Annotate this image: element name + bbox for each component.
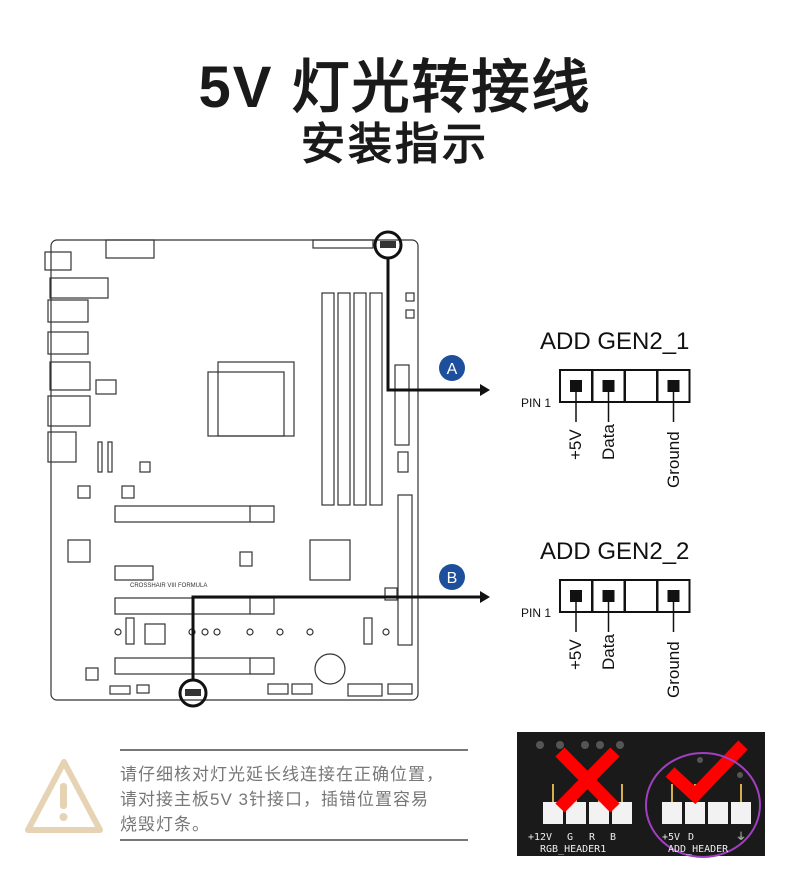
warning-line: 请对接主板5V 3针接口，插错位置容易: [120, 790, 429, 809]
badge-a-label: A: [447, 361, 458, 378]
badge-b-icon: [439, 564, 465, 590]
header-pin: [667, 380, 680, 392]
page-title: 5V 灯光转接线: [198, 55, 592, 120]
pin-label: Ground: [663, 641, 683, 698]
header-pin: [570, 590, 582, 602]
warning-icon: [25, 759, 103, 833]
svg-text:G: G: [567, 832, 573, 843]
header-pin: [602, 590, 615, 602]
badge-a-icon: [439, 355, 465, 381]
pin-label: Data: [598, 424, 618, 460]
badge-b-label: B: [447, 570, 458, 587]
pointer-line-b: [191, 595, 484, 680]
warning-line: 请仔细核对灯光延长线连接在正确位置，: [120, 765, 444, 784]
header-pin: [570, 380, 582, 392]
header-photo: +12V G R B RGB_HEADER1 +5V D ⏚ ADD_HEADER: [517, 732, 765, 858]
warning-line: 烧毁灯条。: [120, 815, 210, 834]
svg-text:⏚: ⏚: [736, 831, 746, 843]
svg-text:+12V: +12V: [528, 832, 552, 843]
correct-check-icon: [665, 740, 748, 805]
svg-text:+5V: +5V: [662, 832, 680, 843]
wrong-cross-icon: [555, 747, 620, 813]
pointer-line-a: [386, 258, 484, 392]
header-title: ADD GEN2_1: [540, 328, 690, 355]
header-title: ADD GEN2_2: [540, 538, 690, 565]
pin-label: +5V: [566, 639, 585, 670]
pin-label: Ground: [663, 431, 683, 488]
page-subtitle: 安装指示: [301, 120, 489, 169]
board-outline: [50, 239, 419, 701]
svg-text:D: D: [688, 832, 694, 843]
pin-label: Data: [598, 634, 618, 670]
svg-text:R: R: [589, 832, 596, 843]
pin1-label: PIN 1: [521, 396, 552, 410]
svg-text:B: B: [610, 832, 616, 843]
svg-text:ADD_HEADER: ADD_HEADER: [668, 844, 729, 855]
board-model-label: CROSSHAIR VIII FORMULA: [130, 583, 207, 589]
header-pin-slot: [624, 579, 658, 613]
header-pin: [667, 590, 680, 602]
pin1-label: PIN 1: [521, 606, 552, 620]
pin-label: +5V: [566, 429, 585, 460]
warning-text: 请仔细核对灯光延长线连接在正确位置， 请对接主板5V 3针接口，插错位置容易 烧…: [120, 762, 444, 837]
header-pin: [602, 380, 615, 392]
svg-text:RGB_HEADER1: RGB_HEADER1: [540, 844, 606, 855]
header-pin-slot: [624, 369, 658, 403]
